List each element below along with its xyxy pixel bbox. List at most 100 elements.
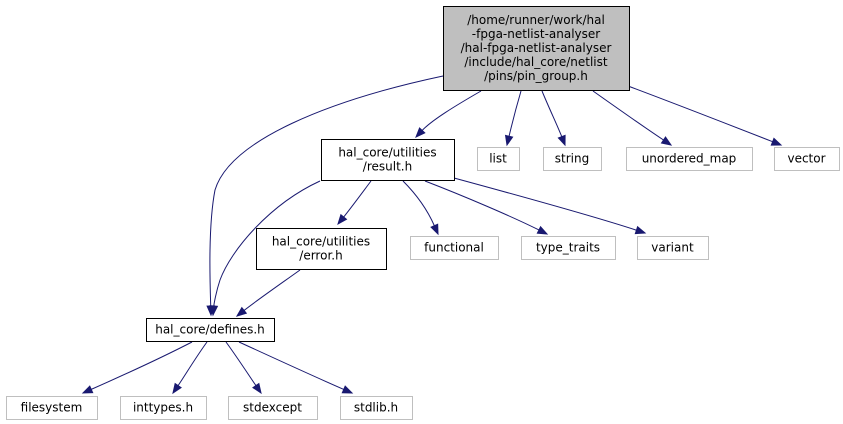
- node-box: [637, 236, 709, 260]
- node-label-line: string: [555, 152, 589, 166]
- node-error[interactable]: hal_core/utilities/error.h: [256, 228, 387, 270]
- edge-arrowhead: [415, 127, 426, 138]
- edge-result-to-defines: [209, 180, 321, 317]
- edge-defines-to-inttypes: [172, 341, 208, 395]
- edge-arrowhead: [634, 225, 647, 235]
- node-label-line: hal_core/utilities: [338, 146, 436, 160]
- node-label-line: hal_core/utilities: [272, 235, 370, 249]
- node-label-line: /include/hal_core/netlist: [464, 55, 608, 69]
- edge-arrowhead: [209, 305, 219, 317]
- node-box: [6, 396, 98, 420]
- edge-line: [421, 90, 482, 131]
- node-label-line: inttypes.h: [133, 401, 193, 415]
- node-label-line: unordered_map: [642, 152, 737, 166]
- node-vector: vector: [774, 147, 840, 171]
- node-box: [340, 396, 413, 420]
- node-box: [321, 139, 455, 181]
- node-label-line: /hal-fpga-netlist-analyser: [461, 41, 612, 55]
- node-box: [228, 396, 318, 420]
- edge-pin_group-to-result: [415, 90, 482, 138]
- node-functional: functional: [410, 236, 499, 260]
- edge-pin_group-to-unordered_map: [592, 90, 673, 146]
- node-list: list: [477, 147, 520, 171]
- node-result[interactable]: hal_core/utilities/result.h: [321, 139, 455, 181]
- node-box: [443, 6, 630, 91]
- node-label-line: -fpga-netlist-analyser: [472, 27, 601, 41]
- node-box: [477, 147, 520, 171]
- edge-arrowhead: [660, 136, 673, 146]
- edge-line: [453, 177, 637, 231]
- node-stdlib: stdlib.h: [340, 396, 413, 420]
- node-label-line: /home/runner/work/hal: [467, 13, 605, 27]
- node-label-line: variant: [651, 241, 694, 255]
- node-label-line: stdexcept: [243, 401, 302, 415]
- edge-line: [541, 90, 563, 137]
- edge-result-to-error: [337, 180, 372, 226]
- edge-arrowhead: [557, 134, 566, 147]
- node-label-line: /pins/pin_group.h: [484, 69, 588, 83]
- edge-pin_group-to-defines: [206, 75, 444, 317]
- edge-result-to-type_traits: [424, 180, 549, 235]
- edge-line: [225, 341, 257, 386]
- node-label-line: filesystem: [21, 401, 83, 415]
- node-box: [543, 147, 602, 171]
- edge-line: [592, 90, 664, 141]
- edge-line: [209, 75, 444, 307]
- node-box: [256, 228, 387, 270]
- node-box: [626, 147, 753, 171]
- node-box: [146, 318, 275, 342]
- node-unordered-map: unordered_map: [626, 147, 753, 171]
- edge-line: [91, 341, 193, 390]
- edge-line: [627, 85, 773, 143]
- node-label-line: hal_core/defines.h: [155, 323, 265, 337]
- node-box: [120, 396, 207, 420]
- edge-line: [213, 180, 321, 307]
- node-string: string: [543, 147, 602, 171]
- node-label-line: vector: [787, 152, 825, 166]
- edges-layer: [81, 75, 783, 395]
- edge-pin_group-to-string: [541, 90, 566, 147]
- edge-line: [238, 341, 344, 390]
- edge-defines-to-filesystem: [81, 341, 193, 394]
- nodes-layer: /home/runner/work/hal-fpga-netlist-analy…: [6, 6, 840, 420]
- edge-line: [343, 180, 372, 218]
- edge-defines-to-stdexcept: [225, 341, 262, 395]
- node-label-line: functional: [424, 241, 484, 255]
- edge-line: [177, 341, 208, 386]
- edge-result-to-functional: [402, 180, 439, 236]
- edge-arrowhead: [770, 137, 783, 146]
- node-label-line: list: [489, 152, 507, 166]
- node-label-line: /result.h: [363, 160, 412, 174]
- edge-arrowhead: [172, 382, 182, 395]
- edge-arrowhead: [504, 134, 514, 147]
- edge-defines-to-stdlib: [238, 341, 354, 394]
- edge-pin_group-to-vector: [627, 85, 783, 146]
- node-box: [410, 236, 499, 260]
- edge-line: [424, 180, 540, 231]
- edge-line: [243, 269, 301, 311]
- edge-arrowhead: [337, 213, 348, 226]
- edge-arrowhead: [235, 306, 248, 317]
- edge-line: [508, 90, 522, 137]
- node-inttypes: inttypes.h: [120, 396, 207, 420]
- node-stdexcept: stdexcept: [228, 396, 318, 420]
- edge-result-to-variant: [453, 177, 647, 235]
- edge-error-to-defines: [235, 269, 301, 317]
- node-box: [774, 147, 840, 171]
- node-label-line: stdlib.h: [354, 401, 398, 415]
- edge-arrowhead: [536, 225, 549, 235]
- node-type-traits: type_traits: [521, 236, 616, 260]
- edge-pin_group-to-list: [504, 90, 522, 147]
- edge-arrowhead: [341, 385, 354, 394]
- node-variant: variant: [637, 236, 709, 260]
- node-box: [521, 236, 616, 260]
- edge-arrowhead: [430, 223, 439, 236]
- node-label-line: type_traits: [536, 241, 600, 255]
- node-pin-group[interactable]: /home/runner/work/hal-fpga-netlist-analy…: [443, 6, 630, 91]
- node-defines[interactable]: hal_core/defines.h: [146, 318, 275, 342]
- edge-line: [402, 180, 435, 226]
- node-filesystem: filesystem: [6, 396, 98, 420]
- edge-arrowhead: [81, 385, 94, 394]
- node-label-line: /error.h: [299, 249, 342, 263]
